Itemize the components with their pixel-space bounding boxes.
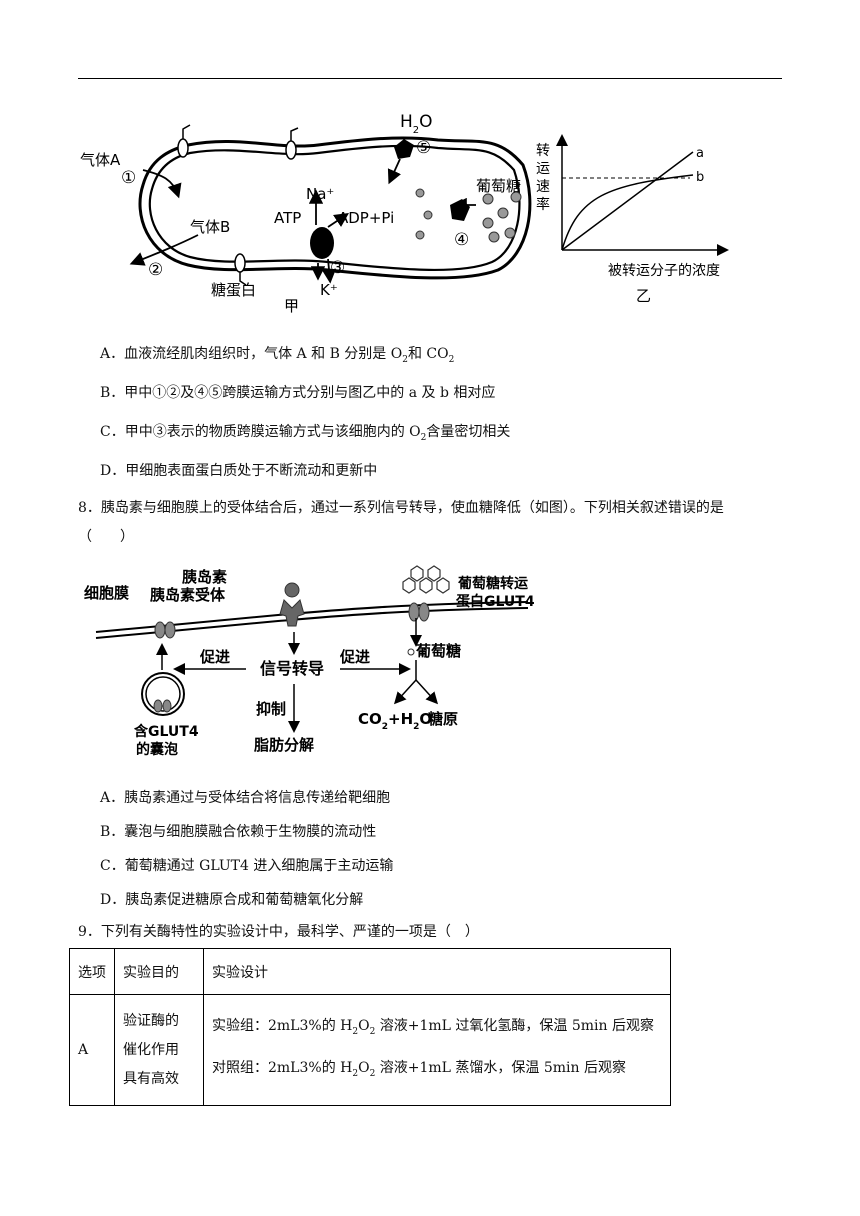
- promote-left-label: 促进: [199, 648, 230, 666]
- insulin-molecule: [284, 582, 300, 598]
- q8-option-a: A．胰岛素通过与受体结合将信息传递给靶细胞: [100, 790, 391, 806]
- glycogen-label: 糖原: [428, 710, 458, 728]
- header-aim: 实验目的: [114, 948, 204, 995]
- header-rule: [78, 78, 782, 79]
- glucose-molecules: [415, 188, 522, 243]
- vesicle-label-1: 含GLUT4: [134, 723, 199, 740]
- glut4-vesicle: [141, 672, 185, 716]
- receptor-label: 胰岛素受体: [150, 586, 226, 604]
- q7-option-b: B．甲中①②及④⑤跨膜运输方式分别与图乙中的 a 及 b 相对应: [100, 385, 496, 401]
- glucose-inside-label: 葡萄糖: [415, 642, 461, 660]
- vesicle-label-2: 的囊泡: [136, 741, 178, 758]
- gas-b-label: 气体B: [190, 218, 230, 236]
- glut4-label-1: 葡萄糖转运: [457, 575, 528, 592]
- water-label: H2O: [400, 112, 433, 136]
- header-design: 实验设计: [203, 948, 671, 995]
- marker-5: ⑤: [416, 138, 431, 158]
- glycoprotein-markers: [177, 124, 299, 286]
- header-option: 选项: [69, 948, 115, 995]
- glycoprotein-label: 糖蛋白: [211, 281, 256, 299]
- q9-experiment-table: 选项 实验目的 实验设计 A 验证酶的 催化作用 具有高效 实验组：2mL3%的…: [69, 948, 671, 1106]
- insulin-signaling-figure: 细胞膜 胰岛素 胰岛素受体 葡萄糖转运 蛋白GLUT4 促进 促进 信号转导 葡…: [84, 565, 535, 758]
- transport-rate-graph: a b 转 运 速 率 被转运分子的浓度 乙: [536, 134, 729, 305]
- fat-label: 脂肪分解: [254, 736, 314, 754]
- row-a-design: 实验组：2mL3%的 H2O2 溶液+1mL 过氧化氢酶，保温 5min 后观察…: [203, 994, 671, 1106]
- curve-a-label: a: [696, 146, 704, 161]
- control-group: 对照组：2mL3%的 H2O2 溶液+1mL 蒸馏水，保温 5min 后观察: [212, 1060, 626, 1079]
- glucose-hexagons: [402, 565, 450, 594]
- q8-stem: 8．胰岛素与细胞膜上的受体结合后，通过一系列信号转导，使血糖降低（如图）。下列相…: [78, 500, 724, 516]
- row-a-option: A: [69, 994, 115, 1106]
- figure-yi-label: 乙: [636, 287, 651, 305]
- insulin-receptor: [279, 599, 305, 627]
- marker-3: ③: [330, 258, 345, 278]
- q7-option-c: C．甲中③表示的物质跨膜运输方式与该细胞内的 O2含量密切相关: [100, 424, 511, 443]
- graph-ylabel-2: 运: [536, 161, 550, 177]
- marker-2: ②: [148, 260, 163, 280]
- glut4-label-2: 蛋白GLUT4: [456, 593, 535, 610]
- graph-ylabel-4: 率: [536, 196, 550, 213]
- curve-b: [561, 174, 694, 251]
- curve-b-label: b: [696, 170, 704, 185]
- signal-arrows: [156, 618, 439, 733]
- glut4-transporter: [408, 602, 430, 622]
- inhibit-label: 抑制: [256, 700, 286, 718]
- cell-membrane: [138, 136, 532, 280]
- experimental-group: 实验组：2mL3%的 H2O2 溶液+1mL 过氧化氢酶，保温 5min 后观察: [212, 1018, 654, 1037]
- graph-ylabel-3: 速: [536, 179, 550, 195]
- aquaporin: [394, 139, 414, 159]
- q7-option-d: D．甲细胞表面蛋白质处于不断流动和更新中: [100, 463, 378, 479]
- q8-option-c: C．葡萄糖通过 GLUT4 进入细胞属于主动运输: [100, 858, 394, 874]
- q8-option-d: D．胰岛素促进糖原合成和葡萄糖氧化分解: [100, 892, 364, 908]
- na-label: Na⁺: [306, 185, 334, 203]
- glucose-label: 葡萄糖: [476, 177, 521, 195]
- row-a-aim: 验证酶的 催化作用 具有高效: [114, 994, 204, 1106]
- q9-stem: 9．下列有关酶特性的实验设计中，最科学、严谨的一项是（ ）: [78, 924, 479, 940]
- transport-arrows: [129, 158, 476, 284]
- glucose-carrier: [450, 199, 470, 221]
- atp-label: ATP: [274, 209, 301, 227]
- q8-option-b: B．囊泡与细胞膜融合依赖于生物膜的流动性: [100, 824, 377, 840]
- curve-a: [561, 151, 694, 251]
- figure-jia-label: 甲: [284, 297, 299, 315]
- graph-xlabel: 被转运分子的浓度: [608, 263, 720, 279]
- signal-label: 信号转导: [260, 659, 324, 678]
- adp-label: ADP+Pi: [338, 209, 394, 227]
- graph-ylabel-1: 转: [536, 143, 550, 159]
- k-label: K⁺: [320, 281, 338, 299]
- membrane-transport-figure: 气体A ① 气体B ② 糖蛋白 甲 Na⁺ ATP ADP+Pi ③ K⁺ H2…: [80, 112, 729, 315]
- co2-h2o-label: CO2+H2O: [358, 710, 432, 732]
- table-header-row: 选项 实验目的 实验设计: [69, 948, 671, 995]
- na-k-pump: [310, 227, 334, 259]
- q7-option-a: A．血液流经肌肉组织时，气体 A 和 B 分别是 O2和 CO2: [100, 346, 455, 365]
- gas-a-label: 气体A: [80, 151, 121, 169]
- glut4-on-membrane: [154, 621, 176, 639]
- promote-right-label: 促进: [339, 648, 370, 666]
- table-row: A 验证酶的 催化作用 具有高效 实验组：2mL3%的 H2O2 溶液+1mL …: [69, 994, 671, 1106]
- marker-4: ④: [454, 230, 469, 250]
- insulin-label: 胰岛素: [182, 568, 227, 586]
- q8-blank: （ ）: [78, 529, 134, 545]
- marker-1: ①: [121, 168, 136, 188]
- membrane-label: 细胞膜: [84, 584, 129, 602]
